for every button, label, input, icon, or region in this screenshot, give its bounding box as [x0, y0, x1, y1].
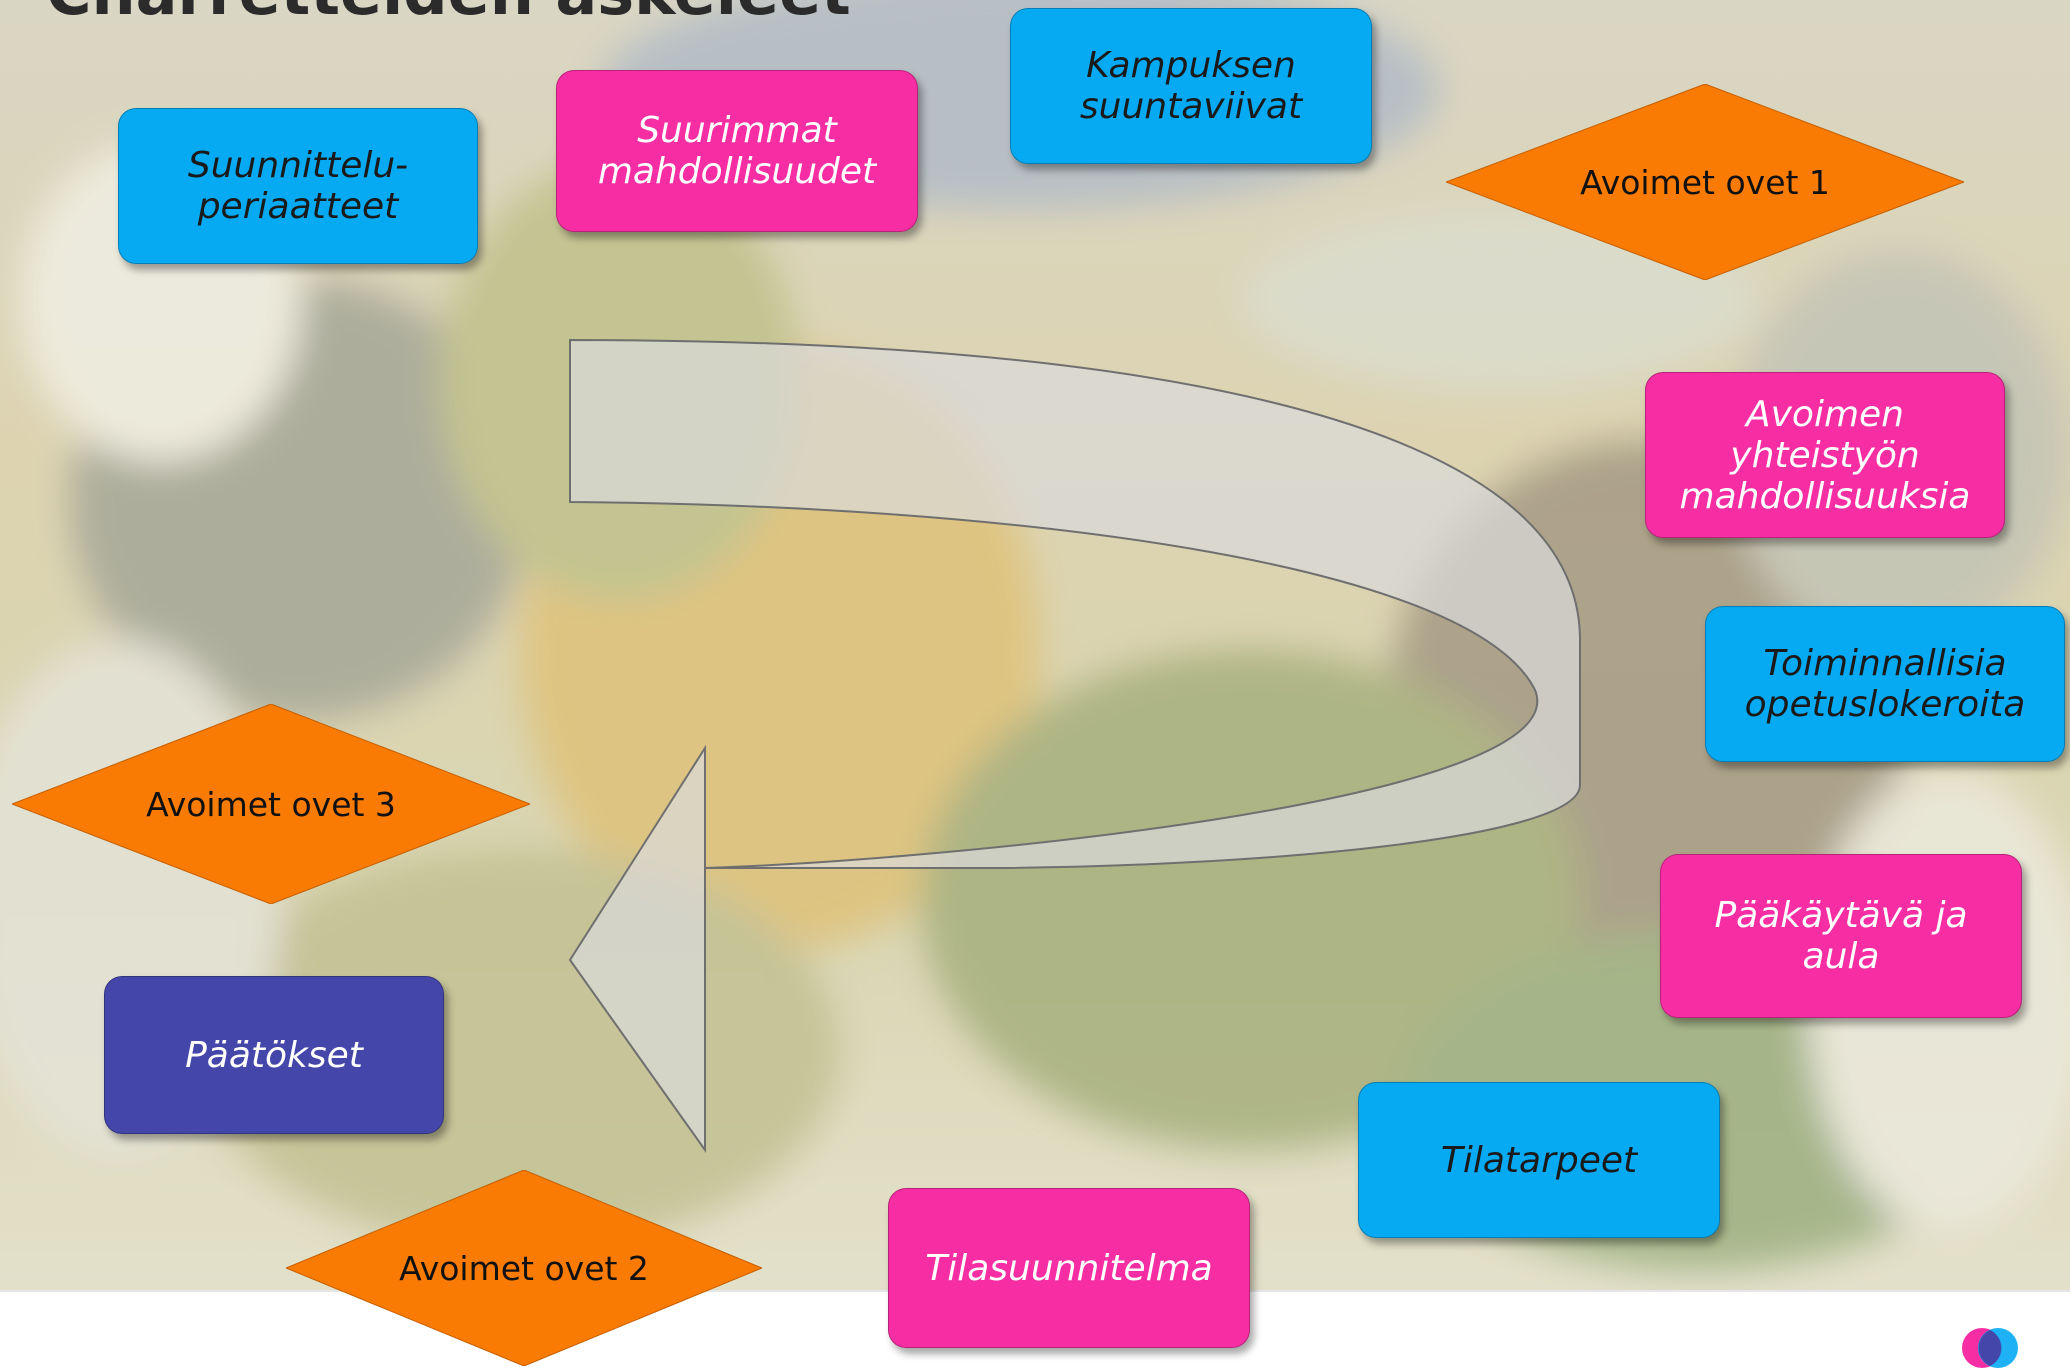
- step-label: Avoimen yhteistyön mahdollisuuksia: [1679, 393, 1971, 517]
- step-avoimen-yhteistyon[interactable]: Avoimen yhteistyön mahdollisuuksia: [1645, 372, 2005, 538]
- diamond-shape-icon: [1446, 84, 1964, 280]
- step-tilasuunnitelma[interactable]: Tilasuunnitelma: [888, 1188, 1250, 1348]
- step-suurimmat-mahdollisuudet[interactable]: Suurimmat mahdollisuudet: [556, 70, 918, 232]
- step-avoimet-ovet-3[interactable]: Avoimet ovet 3: [12, 704, 530, 904]
- step-label: Avoimet ovet 2: [399, 1248, 649, 1288]
- step-label: Avoimet ovet 1: [1580, 162, 1830, 202]
- step-label: Avoimet ovet 3: [146, 784, 396, 824]
- step-label: Suurimmat mahdollisuudet: [597, 110, 877, 192]
- step-kampuksen-suuntaviivat[interactable]: Kampuksen suuntaviivat: [1010, 8, 1372, 164]
- diamond-shape-icon: [12, 704, 530, 904]
- diamond-shape-icon: [286, 1170, 762, 1366]
- step-tilatarpeet[interactable]: Tilatarpeet: [1358, 1082, 1720, 1238]
- step-suunnitteluperiaatteet[interactable]: Suunnittelu- periaatteet: [118, 108, 478, 264]
- step-paatokset[interactable]: Päätökset: [104, 976, 444, 1134]
- step-label: Päätökset: [185, 1034, 363, 1076]
- slide-title: Charretteiden askeleet: [46, 0, 851, 29]
- step-label: Tilasuunnitelma: [925, 1247, 1213, 1289]
- step-avoimet-ovet-2[interactable]: Avoimet ovet 2: [286, 1170, 762, 1366]
- step-avoimet-ovet-1[interactable]: Avoimet ovet 1: [1446, 84, 1964, 280]
- step-paakaytava-ja-aula[interactable]: Pääkäytävä ja aula: [1660, 854, 2022, 1018]
- logo-icon: [1962, 1328, 2018, 1368]
- step-toiminnallisia-opetuslokeroita[interactable]: Toiminnallisia opetuslokeroita: [1705, 606, 2065, 762]
- step-label: Toiminnallisia opetuslokeroita: [1744, 643, 2026, 725]
- step-label: Pääkäytävä ja aula: [1714, 895, 1968, 977]
- step-label: Kampuksen suuntaviivat: [1079, 45, 1303, 127]
- step-label: Tilatarpeet: [1440, 1139, 1638, 1181]
- arrow-body: [568, 338, 1581, 1154]
- step-label: Suunnittelu- periaatteet: [187, 145, 409, 227]
